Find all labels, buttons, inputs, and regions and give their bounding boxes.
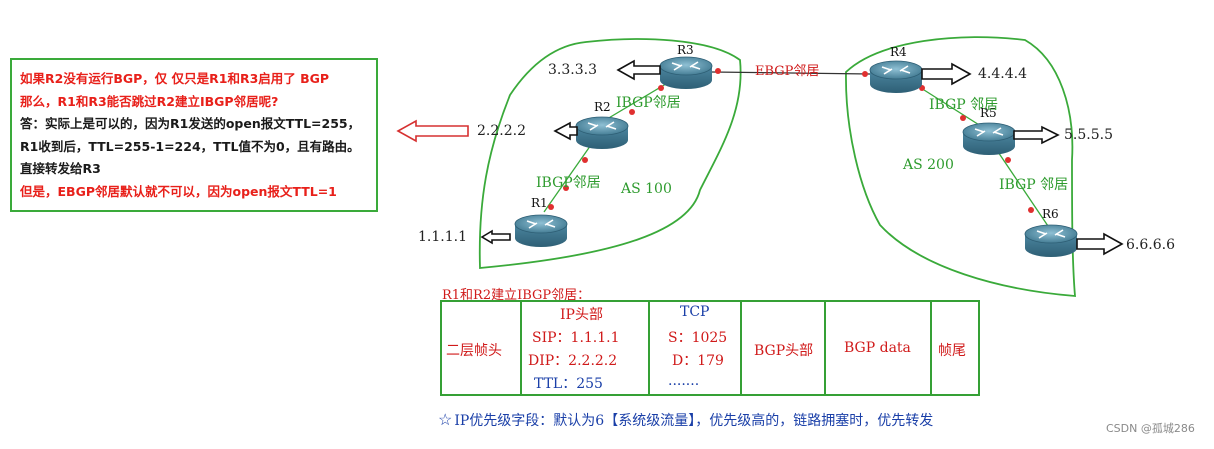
router-r2 — [575, 116, 629, 150]
as100-label: AS 100 — [621, 181, 672, 197]
packet-title: R1和R2建立IBGP邻居： — [442, 288, 591, 303]
as100-boundary — [478, 38, 742, 269]
ip-r5: 5.5.5.5 — [1064, 127, 1113, 143]
arrow-r1-loopback — [480, 229, 511, 245]
label-ebgp-r3-r4: EBGP邻居 — [755, 64, 820, 79]
router-r5 — [962, 122, 1016, 156]
arrow-r4-loopback — [921, 62, 972, 86]
router-name-r4: R4 — [890, 45, 907, 59]
bgp-header-text: BGP头部 — [754, 343, 814, 359]
note-line-5: 直接转发给R3 — [20, 161, 101, 176]
link-r3-r4 — [711, 71, 871, 75]
router-r1 — [514, 214, 568, 248]
ip-r2: 2.2.2.2 — [477, 123, 526, 139]
cell-ip-header: IP头部 SIP：1.1.1.1 DIP：2.2.2.2 TTL：255 — [522, 302, 650, 394]
cell-bgp-header: BGP头部 — [742, 302, 826, 394]
watermark: CSDN @孤城286 — [1106, 422, 1195, 435]
label-ibgp-r2-r3: IBGP邻居 — [616, 95, 681, 111]
bgp-data-text: BGP data — [844, 340, 911, 356]
link-r5-r6 — [989, 139, 1049, 227]
ip-header-dip: DIP：2.2.2.2 — [528, 353, 618, 369]
ip-r4: 4.4.4.4 — [978, 66, 1027, 82]
cell-tcp: TCP S：1025 D：179 ....... — [650, 302, 742, 394]
router-name-r6: R6 — [1042, 207, 1059, 221]
tcp-title: TCP — [680, 304, 710, 320]
note-box: 如果R2没有运行BGP，仅 仅只是R1和R3启用了 BGP 那么，R1和R3能否… — [10, 58, 378, 212]
router-r4 — [869, 60, 923, 94]
packet-structure: 二层帧头 IP头部 SIP：1.1.1.1 DIP：2.2.2.2 TTL：25… — [440, 300, 980, 396]
note-line-3: 答：实际上是可以的，因为R1发送的open报文TTL=255， — [20, 116, 361, 131]
ip-header-title: IP头部 — [560, 307, 603, 323]
note-line-6: 但是，EBGP邻居默认就不可以，因为open报文TTL=1 — [20, 183, 337, 199]
cell-l2-header: 二层帧头 — [442, 302, 522, 394]
note-line-1: 如果R2没有运行BGP，仅 仅只是R1和R3启用了 BGP — [20, 71, 330, 86]
footer-text: IP优先级字段：默认为6【系统级流量】，优先级高的，链路拥塞时，优先转发 — [454, 413, 934, 429]
arrow-r6-loopback — [1076, 232, 1124, 256]
tcp-dst-port: D：179 — [672, 353, 724, 369]
ip-r6: 6.6.6.6 — [1126, 237, 1175, 253]
note-pointer-arrow — [396, 119, 469, 143]
as200-label: AS 200 — [903, 157, 954, 173]
tcp-dots: ....... — [668, 373, 700, 389]
arrow-r3-loopback — [616, 59, 661, 81]
router-r6 — [1024, 224, 1078, 258]
router-name-r1: R1 — [531, 196, 548, 210]
note-line-2: 那么，R1和R3能否跳过R2建立IBGP邻居呢? — [20, 93, 279, 109]
ip-r3: 3.3.3.3 — [548, 62, 597, 78]
ip-header-sip: SIP：1.1.1.1 — [532, 330, 620, 346]
router-name-r5: R5 — [980, 106, 997, 120]
cell-bgp-data: BGP data — [826, 302, 932, 394]
label-ibgp-r1-r2: IBGP邻居 — [536, 175, 601, 191]
router-name-r2: R2 — [594, 100, 611, 114]
arrow-r5-loopback — [1013, 125, 1060, 145]
label-ibgp-r5-r6: IBGP 邻居 — [999, 177, 1069, 193]
port-dots — [548, 68, 1034, 213]
cell-trailer: 帧尾 — [932, 302, 978, 394]
label-ibgp-r4-r5: IBGP 邻居 — [929, 97, 999, 113]
trailer-text: 帧尾 — [938, 343, 966, 359]
arrow-r2-loopback — [553, 121, 578, 141]
footer-note: ☆IP优先级字段：默认为6【系统级流量】，优先级高的，链路拥塞时，优先转发 — [438, 410, 933, 430]
note-line-4: R1收到后，TTL=255-1=224，TTL值不为0，且有路由。 — [20, 138, 360, 154]
ip-header-ttl: TTL：255 — [534, 376, 603, 392]
ip-r1: 1.1.1.1 — [418, 229, 467, 245]
star-icon: ☆ — [438, 410, 453, 429]
tcp-src-port: S：1025 — [668, 330, 728, 346]
router-r3 — [659, 56, 713, 90]
router-name-r3: R3 — [677, 43, 694, 57]
l2-header-text: 二层帧头 — [446, 343, 502, 359]
